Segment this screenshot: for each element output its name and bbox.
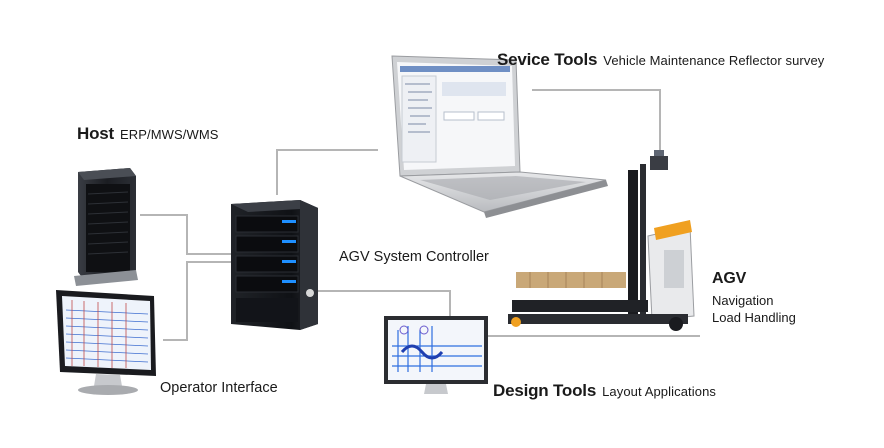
service-tools-subtitle: Vehicle Maintenance Reflector survey xyxy=(603,53,825,68)
host-title: Host xyxy=(77,124,114,143)
agv-feature-load-handling: Load Handling xyxy=(712,310,796,325)
agv-label: AGV Navigation Load Handling xyxy=(712,270,796,326)
design-tools-label: Design Tools Layout Applications xyxy=(493,381,716,401)
design-monitor-icon xyxy=(384,316,488,394)
design-tools-title: Design Tools xyxy=(493,381,597,400)
operator-interface-label: Operator Interface xyxy=(160,380,278,396)
agv-system-controller-label: AGV System Controller xyxy=(339,249,489,265)
host-label: Host ERP/MWS/WMS xyxy=(77,124,219,144)
host-subtitle: ERP/MWS/WMS xyxy=(119,127,219,142)
service-tools-title: Sevice Tools xyxy=(497,50,598,69)
laptop-icon xyxy=(391,55,608,218)
service-tools-label: Sevice Tools Vehicle Maintenance Reflecto… xyxy=(497,50,824,70)
operator-monitor-icon xyxy=(56,290,156,395)
agv-feature-navigation: Navigation xyxy=(712,293,774,308)
agv-title: AGV xyxy=(712,270,747,287)
host-server-icon xyxy=(74,168,138,286)
controller-server-icon xyxy=(231,200,318,330)
design-tools-subtitle: Layout Applications xyxy=(602,384,717,399)
connector-lines xyxy=(140,89,700,341)
agv-forklift-icon xyxy=(508,150,695,331)
